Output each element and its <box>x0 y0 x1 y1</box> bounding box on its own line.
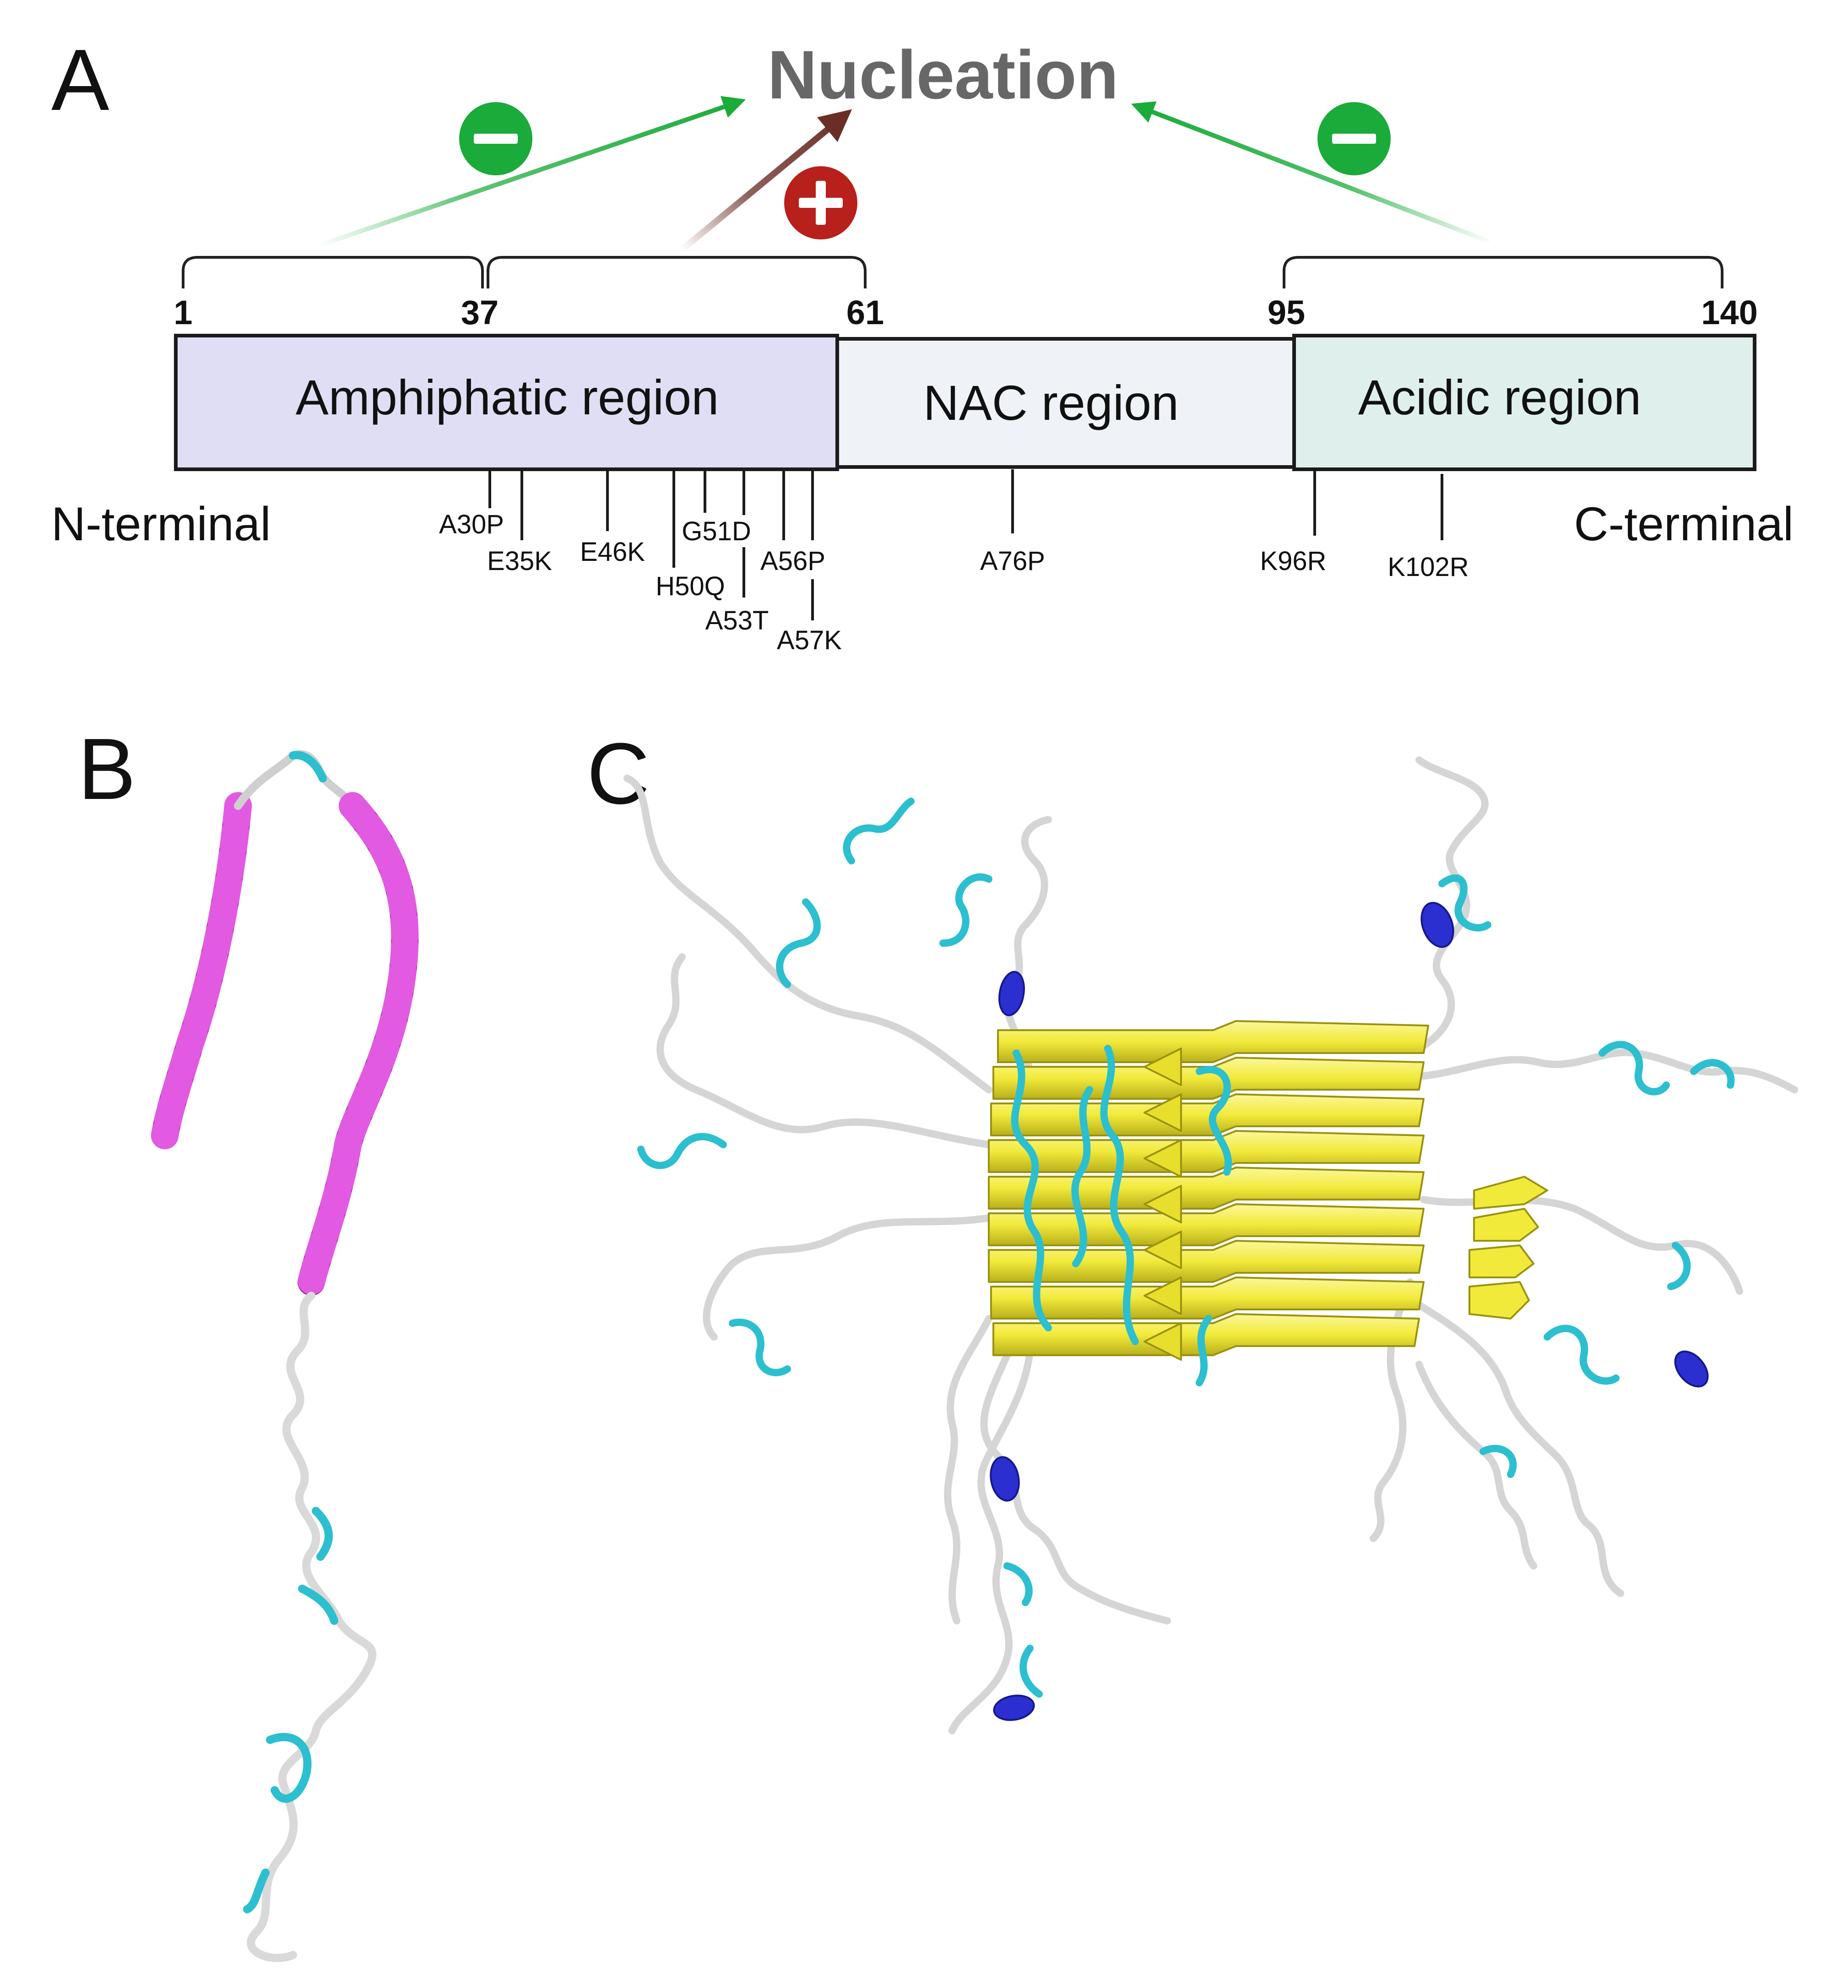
panel-label-a: A <box>51 32 109 129</box>
monomer-structure <box>151 750 419 1962</box>
mutation-a53t: A53T <box>705 606 769 636</box>
bracket-1-37 <box>182 256 484 288</box>
nucleation-label: Nucleation <box>768 36 1119 113</box>
side-beta-fragment <box>1469 1176 1548 1320</box>
n-terminal-label: N-terminal <box>51 498 271 551</box>
panel-label-b: B <box>78 721 136 818</box>
nac-region-box <box>835 337 1296 469</box>
bracket-95-140 <box>1283 256 1723 288</box>
acidic-region-box <box>1292 334 1756 471</box>
mutation-k96r: K96R <box>1260 546 1326 576</box>
short-helices <box>990 902 1709 1721</box>
position-1: 1 <box>173 293 192 331</box>
acidic-region-label: Acidic region <box>1358 369 1641 425</box>
acidic-inhibit-arrow <box>1131 101 1493 245</box>
promote-badge <box>784 166 857 239</box>
inhibit-badge-right <box>1317 102 1391 175</box>
fibril-structure <box>623 756 1798 1734</box>
inhibit-badge-left <box>459 102 532 175</box>
beta-sheet-stack <box>988 1020 1429 1356</box>
helix-right-turns <box>298 792 419 1296</box>
mutation-g51d: G51D <box>682 516 751 546</box>
panel-label-c: C <box>587 725 650 822</box>
amphipathic-region-label: Amphiphatic region <box>296 369 719 425</box>
mutation-k102r: K102R <box>1387 552 1469 582</box>
mutation-h50q: H50Q <box>656 571 725 601</box>
c-terminal-tail <box>247 1292 376 1962</box>
bracket-37-61 <box>487 256 867 288</box>
mutation-a76p: A76P <box>980 546 1045 576</box>
beta-strand-arrowheads <box>1143 1048 1182 1361</box>
mutation-e46k: E46K <box>580 537 645 567</box>
c-terminal-label: C-terminal <box>1574 498 1794 551</box>
position-61: 61 <box>846 293 884 331</box>
position-37: 37 <box>461 293 499 331</box>
nac-region-label: NAC region <box>923 375 1179 430</box>
amphipathic-inhibit-arrow <box>320 96 746 247</box>
mutation-a56p: A56P <box>760 546 825 576</box>
position-140: 140 <box>1701 293 1757 331</box>
mutation-a57k: A57K <box>777 625 842 655</box>
nac-promote-arrow <box>680 109 852 252</box>
top-loop <box>234 750 357 810</box>
mutation-a30p: A30P <box>439 510 504 539</box>
position-95: 95 <box>1268 293 1305 331</box>
mutation-ticks <box>488 469 1443 620</box>
helix-left-turns <box>151 792 252 1149</box>
mutation-e35k: E35K <box>487 546 552 576</box>
